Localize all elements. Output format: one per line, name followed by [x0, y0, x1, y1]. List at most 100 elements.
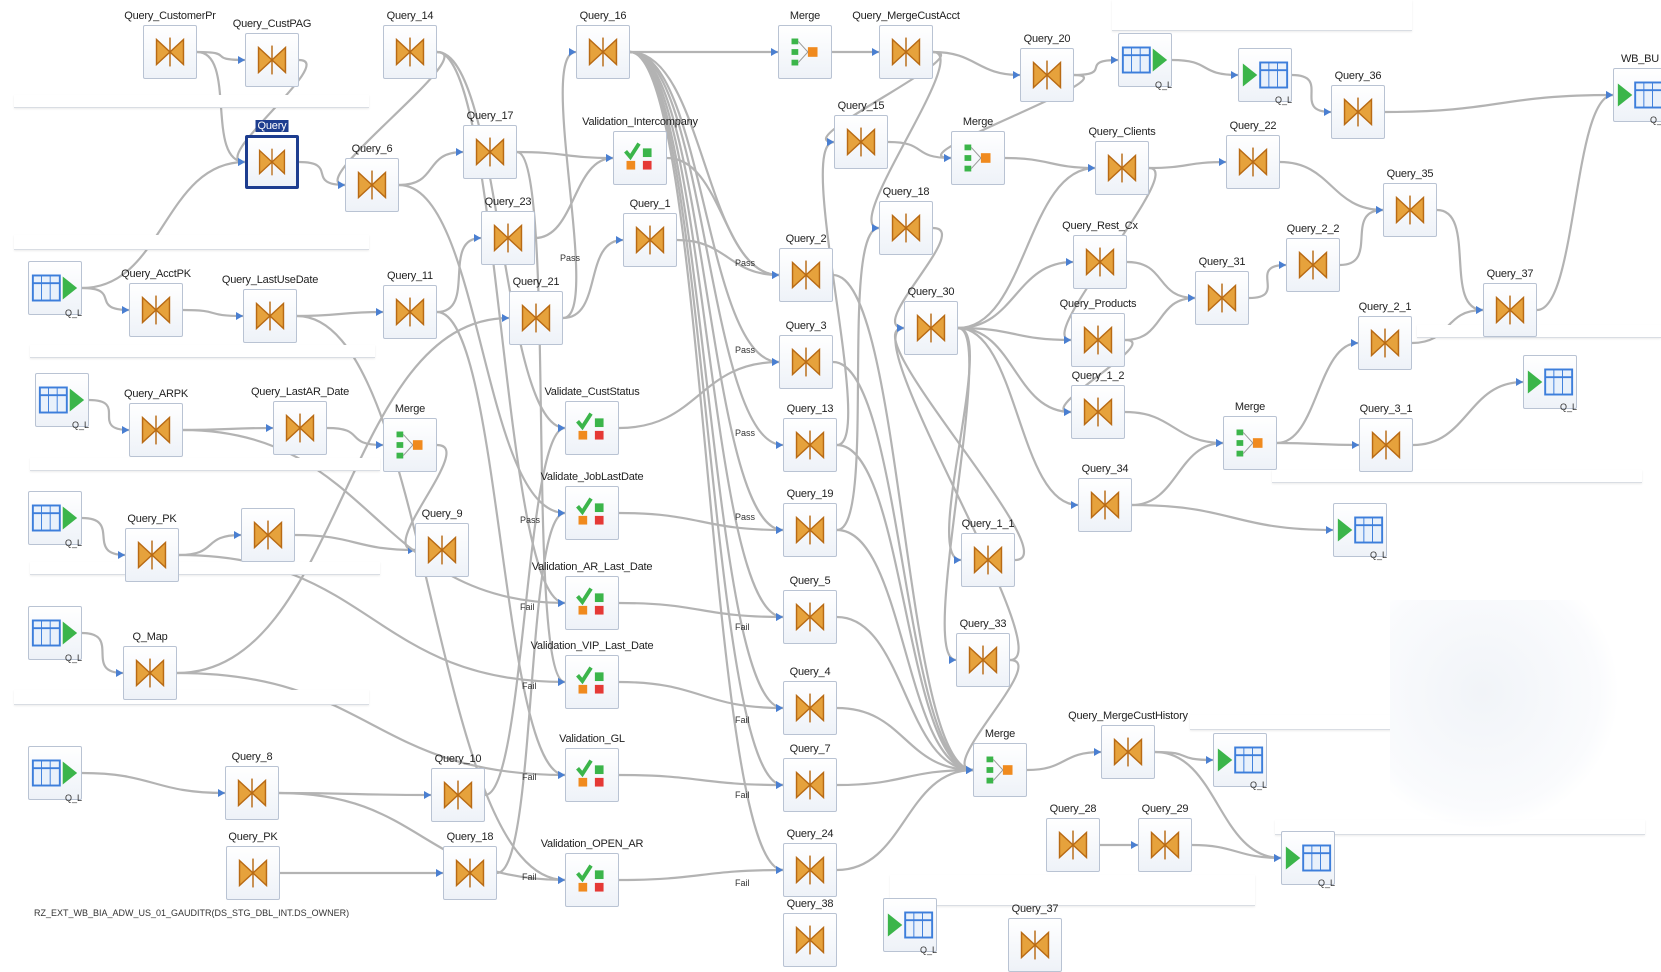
target-node-wb-bu[interactable] [1613, 68, 1661, 122]
source-node-s6[interactable] [28, 746, 82, 800]
transform-node-query-3[interactable] [779, 335, 833, 389]
transform-node-query-8[interactable] [225, 766, 279, 820]
target-node-tg7[interactable] [883, 898, 937, 952]
transform-node-query-rest-cx[interactable] [1073, 235, 1127, 289]
merge-icon [791, 38, 818, 66]
transform-node-query-30[interactable] [904, 301, 958, 355]
transform-node-query-20[interactable] [1020, 48, 1074, 102]
transform-node-query-28[interactable] [1046, 818, 1100, 872]
transform-node-query-2[interactable] [779, 248, 833, 302]
transform-node-query-2-1[interactable] [1358, 316, 1412, 370]
transform-node-query-24[interactable] [783, 843, 837, 897]
transform-node-query-37[interactable] [1008, 918, 1062, 972]
connector-line [963, 658, 1020, 772]
transform-node-query-33[interactable] [956, 633, 1010, 687]
validation-node-validation-intercompany[interactable] [613, 131, 667, 185]
merge-node-merge[interactable] [973, 743, 1027, 797]
source-node-s4[interactable] [28, 491, 82, 545]
connector-arrow [1274, 854, 1281, 862]
merge-node-merge[interactable] [778, 25, 832, 79]
connector-line [436, 50, 566, 605]
source-node-s3[interactable] [35, 373, 89, 427]
transform-node-query-6[interactable] [345, 158, 399, 212]
transform-node-query-clients[interactable] [1095, 141, 1149, 195]
connector-arrow [474, 234, 481, 242]
transform-node-query-arpk[interactable] [129, 403, 183, 457]
transform-node-query-9[interactable] [415, 523, 469, 577]
transform-node-query-23[interactable] [481, 211, 535, 265]
target-node-tg5[interactable] [1213, 733, 1267, 787]
transform-node-query-31[interactable] [1195, 271, 1249, 325]
transform-node-query-35[interactable] [1383, 183, 1437, 237]
transform-node-query[interactable] [245, 135, 299, 189]
transform-node-query-custpag[interactable] [245, 33, 299, 87]
transform-node-query-4[interactable] [783, 681, 837, 735]
target-node-tg3[interactable] [1523, 355, 1577, 409]
transform-node-query-10[interactable] [431, 768, 485, 822]
source-node-s5[interactable] [28, 606, 82, 660]
transform-node-query-pk[interactable] [125, 528, 179, 582]
transform-node-query-19[interactable] [783, 503, 837, 557]
connector-line [957, 326, 1079, 507]
ql-label: Q_L [65, 653, 83, 663]
query-transform-icon [795, 693, 825, 723]
merge-node-merge[interactable] [951, 131, 1005, 185]
query-transform-icon [1032, 60, 1062, 90]
target-table-icon [1285, 844, 1332, 872]
transform-node-query-7[interactable] [783, 758, 837, 812]
transform-node-query-18[interactable] [879, 201, 933, 255]
transform-node-query-37[interactable] [1483, 283, 1537, 337]
query-transform-icon [285, 413, 315, 443]
validation-node-validation-gl[interactable] [565, 748, 619, 802]
connector-arrow [1231, 71, 1238, 79]
transform-node-query-16[interactable] [576, 25, 630, 79]
transform-node-query-5[interactable] [783, 590, 837, 644]
transform-node-query-22[interactable] [1226, 135, 1280, 189]
transform-node-query-acctpk[interactable] [129, 283, 183, 337]
validation-node-validation-vip-last-date[interactable] [565, 655, 619, 709]
transform-node-query-14[interactable] [383, 25, 437, 79]
transform-node-query-18[interactable] [443, 846, 497, 900]
transform-node-query-2-2[interactable] [1286, 238, 1340, 292]
node-label: Validation_Intercompany [582, 116, 698, 128]
target-node-tg6[interactable] [1281, 831, 1335, 885]
transform-node-query-pk[interactable] [226, 846, 280, 900]
transform-node-query-38[interactable] [783, 913, 837, 967]
validation-node-validate-custstatus[interactable] [565, 401, 619, 455]
transform-node-query-lastar-date[interactable] [273, 401, 327, 455]
transform-node-query-21[interactable] [509, 291, 563, 345]
transform-node-query-34[interactable] [1078, 478, 1132, 532]
transform-node-query-products[interactable] [1071, 313, 1125, 367]
target-node-tg4[interactable] [1333, 503, 1387, 557]
transform-node-t37[interactable] [241, 508, 295, 562]
transform-node-query-11[interactable] [383, 285, 437, 339]
pass-port-label: Pass [735, 512, 756, 522]
merge-node-merge[interactable] [383, 418, 437, 472]
transform-node-q-map[interactable] [123, 646, 177, 700]
transform-node-query-36[interactable] [1331, 85, 1385, 139]
validation-node-validation-ar-last-date[interactable] [565, 576, 619, 630]
source-node-s1[interactable] [1118, 33, 1172, 87]
transform-node-query-1-2[interactable] [1071, 385, 1125, 439]
transform-node-query-15[interactable] [834, 115, 888, 169]
target-node-tg1[interactable] [1238, 48, 1292, 102]
node-label: Validation_AR_Last_Date [531, 561, 653, 573]
transform-node-query-mergecusthistory[interactable] [1101, 725, 1155, 779]
transform-node-query-1-1[interactable] [961, 533, 1015, 587]
transform-node-query-customerpr[interactable] [143, 25, 197, 79]
transform-node-query-17[interactable] [463, 125, 517, 179]
node-label: Validation_GL [559, 733, 625, 745]
transform-node-query-3-1[interactable] [1359, 418, 1413, 472]
merge-node-merge[interactable] [1223, 416, 1277, 470]
validation-node-validation-open-ar[interactable] [565, 853, 619, 907]
transform-node-query-13[interactable] [783, 418, 837, 472]
transform-node-query-mergecustacct[interactable] [879, 25, 933, 79]
source-node-s2[interactable] [28, 261, 82, 315]
transform-node-query-29[interactable] [1138, 818, 1192, 872]
query-transform-icon [1395, 195, 1425, 225]
query-transform-icon [891, 37, 921, 67]
transform-node-query-lastusedate[interactable] [243, 289, 297, 343]
validation-node-validate-joblastdate[interactable] [565, 486, 619, 540]
transform-node-query-1[interactable] [623, 213, 677, 267]
